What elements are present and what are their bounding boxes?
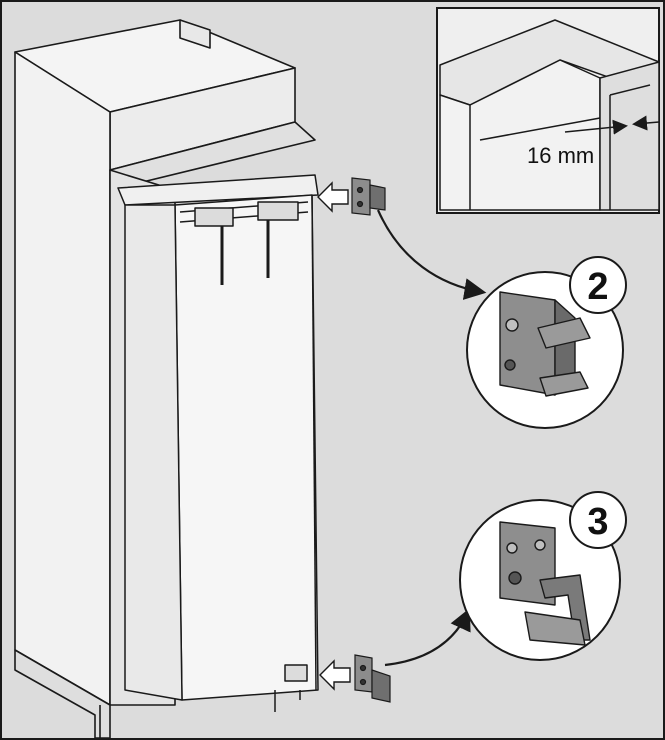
- bracket-top-small: [351, 177, 386, 216]
- inset-appliance: [599, 61, 660, 211]
- arrow-right-icon: [319, 659, 351, 691]
- inset-detail: 16 mm: [436, 7, 660, 214]
- arrow-right-icon: [317, 181, 349, 213]
- bracket-icon: [351, 177, 371, 216]
- cabinet-left-side: [14, 51, 111, 706]
- bottom-hinge: [284, 664, 308, 682]
- callout-step-2: 2: [466, 256, 627, 429]
- callout-step-3: 3: [459, 491, 627, 661]
- curved-arrow-icon: [376, 209, 487, 300]
- refrigerator-unit: [117, 174, 319, 712]
- top-hinge-right: [257, 201, 299, 221]
- cabinet-plinth: [14, 649, 111, 739]
- fridge-front: [174, 194, 319, 701]
- cabinet-top-back: [179, 19, 211, 49]
- dimension-line: [564, 119, 628, 135]
- dimension-line-right: [632, 115, 660, 131]
- step-number-2: 2: [587, 266, 608, 308]
- bracket-bottom-small: [354, 654, 391, 703]
- bracket-icon: [354, 654, 373, 693]
- step-number-3: 3: [587, 501, 608, 543]
- dimension-label: 16 mm: [527, 143, 594, 168]
- fridge-left-side: [124, 204, 183, 701]
- top-hinge-left: [194, 207, 234, 227]
- curved-arrow-icon: [384, 608, 471, 667]
